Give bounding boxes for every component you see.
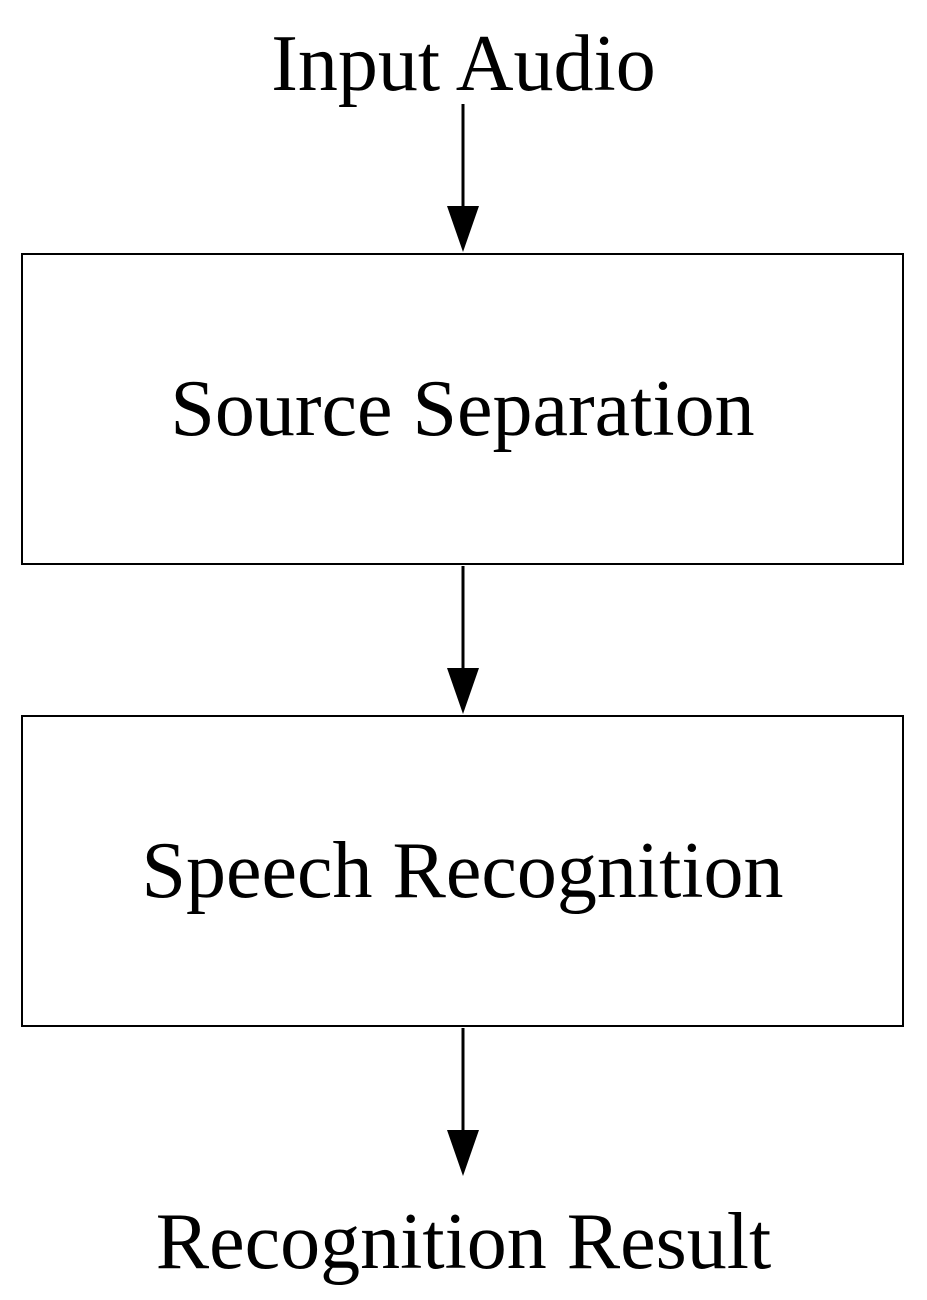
arrow-separation-to-recognition (447, 566, 479, 714)
speech-recognition-block: Speech Recognition (21, 715, 904, 1027)
source-separation-block: Source Separation (21, 253, 904, 565)
speech-recognition-label: Speech Recognition (141, 827, 784, 915)
arrow-recognition-to-result (447, 1028, 479, 1176)
arrow-input-to-separation (447, 104, 479, 252)
source-separation-label: Source Separation (170, 365, 755, 453)
recognition-result-label: Recognition Result (155, 1198, 772, 1286)
input-audio-label: Input Audio (271, 20, 656, 108)
